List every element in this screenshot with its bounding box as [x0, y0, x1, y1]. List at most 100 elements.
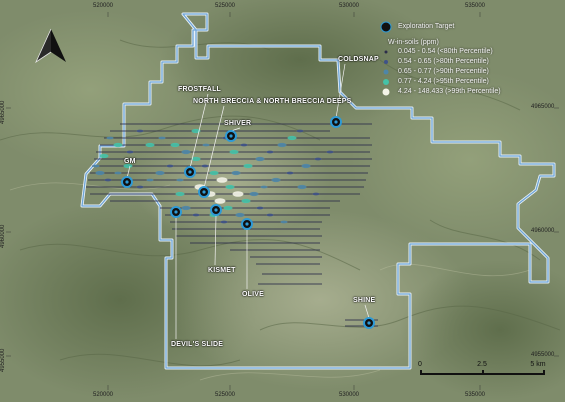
soil-sample-point: [266, 213, 274, 217]
legend-class-1: 0.045 - 0.54 (<80th Percentile): [378, 47, 534, 57]
soil-sample-point: [232, 191, 244, 197]
legend-class-label-2: 0.54 - 0.65 (>80th Percentile): [398, 58, 489, 65]
target-label-frostfall: FROSTFALL: [178, 86, 222, 93]
soil-sample-point: [191, 128, 201, 134]
exploration-target-marker-core: [125, 180, 129, 184]
exploration-target-marker-core: [174, 210, 178, 214]
exploration-target-marker-core: [229, 134, 233, 138]
soil-sample-point: [126, 150, 134, 154]
soil-sample-point: [214, 198, 226, 204]
x-tick-bottom-1: 520000: [93, 392, 114, 398]
target-label-kismet: KISMET: [208, 267, 236, 274]
exploration-target-marker-core: [367, 321, 371, 325]
soil-sample-point: [287, 135, 297, 141]
target-leader-line: [364, 304, 370, 319]
soil-sample-point: [229, 149, 239, 155]
target-label-olive: OLIVE: [242, 291, 265, 298]
y-tick-right-3: 4955000: [531, 352, 555, 358]
soil-sample-point: [326, 150, 334, 154]
soil-sample-point: [260, 185, 268, 189]
coordinate-grid: [6, 12, 559, 390]
scale-tick-mid: 2.5: [477, 361, 487, 368]
target-label-shiver: SHIVER: [224, 120, 252, 127]
exploration-target-marker-core: [334, 120, 338, 124]
soil-sample-point: [155, 170, 165, 176]
legend-class-label-4: 0.77 - 4.24 (>95th Percentile): [398, 78, 489, 85]
x-tick-top-4: 535000: [465, 3, 486, 9]
x-tick-top-2: 525000: [215, 3, 236, 9]
soil-sample-point: [225, 184, 235, 190]
map-legend: Exploration Target W-in-soils (ppm) 0.04…: [378, 20, 534, 97]
x-tick-bottom-2: 525000: [215, 392, 236, 398]
tenement-boundary-inner: [81, 13, 555, 369]
legend-target-row: Exploration Target: [378, 20, 534, 34]
soil-sample-point: [312, 192, 320, 196]
soil-sample-point: [286, 171, 294, 175]
exploration-target-marker-core: [188, 170, 192, 174]
soil-sample-point: [216, 177, 228, 183]
target-label-north-breccia: NORTH BRECCIA & NORTH BRECCIA DEEPS: [193, 98, 352, 105]
soil-sample-point: [113, 142, 123, 148]
soil-sample-point: [123, 163, 133, 169]
x-tick-bottom-4: 535000: [465, 392, 486, 398]
y-tick-left-2: 4960000: [0, 224, 6, 248]
target-label-shine: SHINE: [353, 297, 376, 304]
legend-class-label-3: 0.65 - 0.77 (>90th Percentile): [398, 68, 489, 75]
soil-sample-point: [95, 170, 105, 176]
soil-sample-point: [271, 177, 281, 183]
y-tick-right-1: 4965000: [531, 104, 555, 110]
scale-mark-start: [420, 370, 422, 375]
soil-sample-point: [146, 178, 154, 182]
legend-class-2: 0.54 - 0.65 (>80th Percentile): [378, 57, 534, 67]
soil-sample-point: [104, 178, 112, 182]
soil-sample-point: [296, 129, 304, 133]
soil-sample-point: [249, 191, 259, 197]
soil-sample-point: [181, 205, 191, 211]
soil-sample-point: [314, 157, 322, 161]
soil-sample-point: [255, 156, 265, 162]
scale-bar: 0 2.5 5 km: [418, 361, 546, 391]
soil-sample-point: [166, 164, 174, 168]
soil-sample-point: [158, 136, 166, 140]
soil-sample-point: [231, 170, 241, 176]
soil-sample-point: [240, 143, 248, 147]
target-label-gm: GM: [124, 158, 136, 165]
target-leader-line: [189, 93, 209, 169]
soil-sample-point: [209, 170, 219, 176]
soil-sample-point: [92, 164, 100, 168]
x-tick-bottom-3: 530000: [339, 392, 360, 398]
y-tick-left-1: 4965000: [0, 100, 6, 124]
exploration-target-icon: [380, 21, 392, 33]
legend-class-3: 0.65 - 0.77 (>90th Percentile): [378, 67, 534, 77]
soil-sample-point: [256, 206, 264, 210]
soil-sample-point: [301, 163, 311, 169]
soil-sample-point: [175, 191, 185, 197]
soil-sample-point: [235, 212, 245, 218]
soil-sample-point: [136, 129, 144, 133]
soil-sample-point: [297, 184, 307, 190]
target-leader-line: [203, 105, 225, 189]
y-tick-left-3: 4955000: [0, 348, 6, 372]
soil-sample-point: [243, 163, 253, 169]
scale-mark-mid: [482, 370, 484, 375]
soil-sample-point: [136, 185, 144, 189]
y-tick-right-2: 4960000: [531, 228, 555, 234]
soil-sample-point: [202, 143, 210, 147]
scale-tick-0: 0: [418, 361, 422, 368]
legend-swatch-4: [383, 79, 389, 85]
soil-sample-point: [114, 171, 122, 175]
soil-sample-point: [99, 153, 109, 159]
x-tick-top-1: 520000: [93, 3, 114, 9]
north-arrow-icon: [35, 28, 66, 64]
target-leader-line: [335, 63, 346, 119]
soil-sample-point: [181, 149, 191, 155]
soil-sample-point: [201, 164, 209, 168]
soil-sample-point: [220, 220, 228, 224]
legend-swatch-2: [384, 60, 388, 64]
soil-sample-point: [192, 213, 200, 217]
soil-sample-point: [280, 220, 288, 224]
legend-class-4: 0.77 - 4.24 (>95th Percentile): [378, 77, 534, 87]
soil-sample-point: [277, 142, 287, 148]
soil-sample-point: [241, 198, 251, 204]
